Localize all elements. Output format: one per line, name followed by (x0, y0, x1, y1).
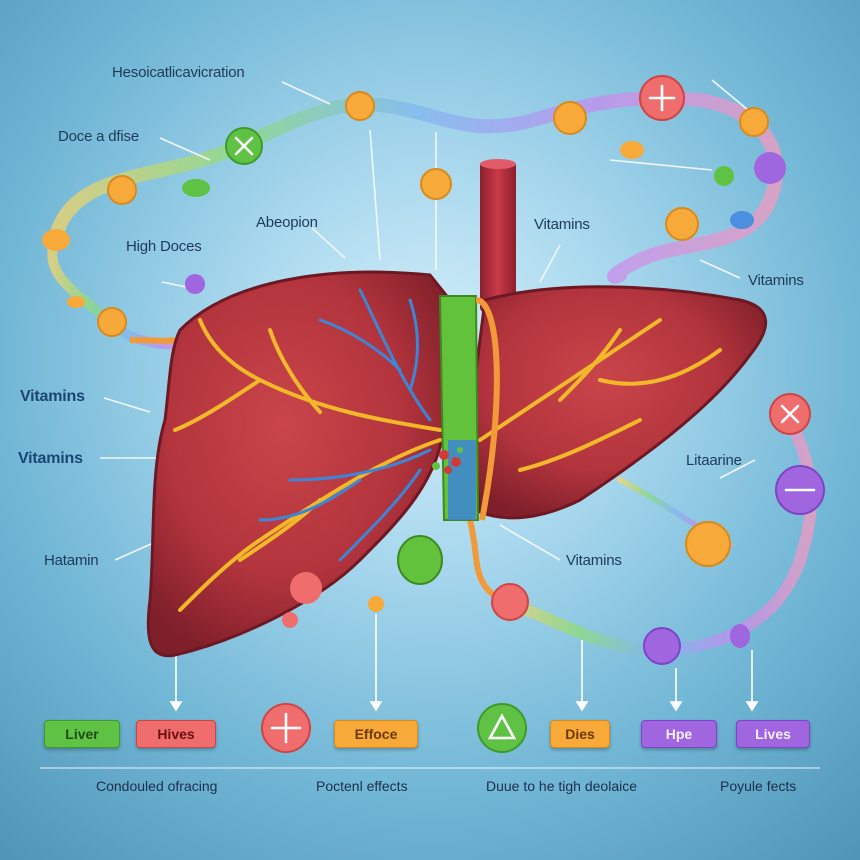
pill-orange (97, 307, 127, 337)
legend-hpe: Hpe (641, 720, 717, 748)
vitamin-pills (42, 75, 825, 753)
footer-col3: Duue to he tigh deolaice (486, 778, 637, 794)
pill-purple (754, 152, 786, 184)
pill-orange (67, 296, 85, 308)
footer-col2: Poctenl effects (316, 778, 408, 794)
liver (146, 270, 768, 658)
pill-orange (553, 101, 587, 135)
pill-green (714, 166, 734, 186)
legend-effoce: Effoce (334, 720, 418, 748)
label-vitamins-left-1: Vitamins (20, 388, 85, 405)
pill-orange (620, 141, 644, 159)
pill-green (182, 179, 210, 197)
label-vitamins-right: Vitamins (748, 272, 804, 289)
label-hatamin: Hatamin (44, 552, 99, 569)
label-high-doses: High Doces (126, 238, 202, 255)
pill-red-small (282, 612, 298, 628)
pill-red (290, 572, 322, 604)
label-absorption: Abeopion (256, 214, 318, 231)
pill-purple (730, 624, 750, 648)
label-vitamins-lower: Vitamins (566, 552, 622, 569)
pill-orange (42, 229, 70, 251)
pill-orange (420, 168, 452, 200)
pill-orange (107, 175, 137, 205)
footer-col1: Condouled ofracing (96, 778, 218, 794)
pill-purple (643, 627, 681, 665)
label-vitamins-center: Vitamins (534, 216, 590, 233)
liver-right-lobe (468, 285, 768, 520)
pill-orange (345, 91, 375, 121)
pill-purple (185, 274, 205, 294)
pill-green-triangle-legend (477, 703, 527, 753)
pill-orange (665, 207, 699, 241)
label-vitamins-left-2: Vitamins (18, 450, 83, 467)
legend-dies: Dies (550, 720, 610, 748)
footer-col4: Poyule fects (720, 778, 797, 794)
legend-liver: Liver (44, 720, 120, 748)
pill-orange (685, 521, 731, 567)
legend-lives: Lives (736, 720, 810, 748)
pill-glyphs (234, 84, 816, 744)
pill-orange-small (368, 596, 384, 612)
legend-arrows (169, 614, 759, 712)
label-dose: Doce a dfise (58, 128, 139, 145)
label-litaarine: Litaarine (686, 452, 742, 469)
pill-blue (730, 211, 754, 229)
leader-lines (100, 79, 756, 561)
label-title: Hesoicatlicavicration (112, 64, 245, 81)
legend-hives: Hives (136, 720, 216, 748)
pill-orange (739, 107, 769, 137)
liver-left-lobe (146, 270, 452, 658)
pill-red (491, 583, 529, 621)
